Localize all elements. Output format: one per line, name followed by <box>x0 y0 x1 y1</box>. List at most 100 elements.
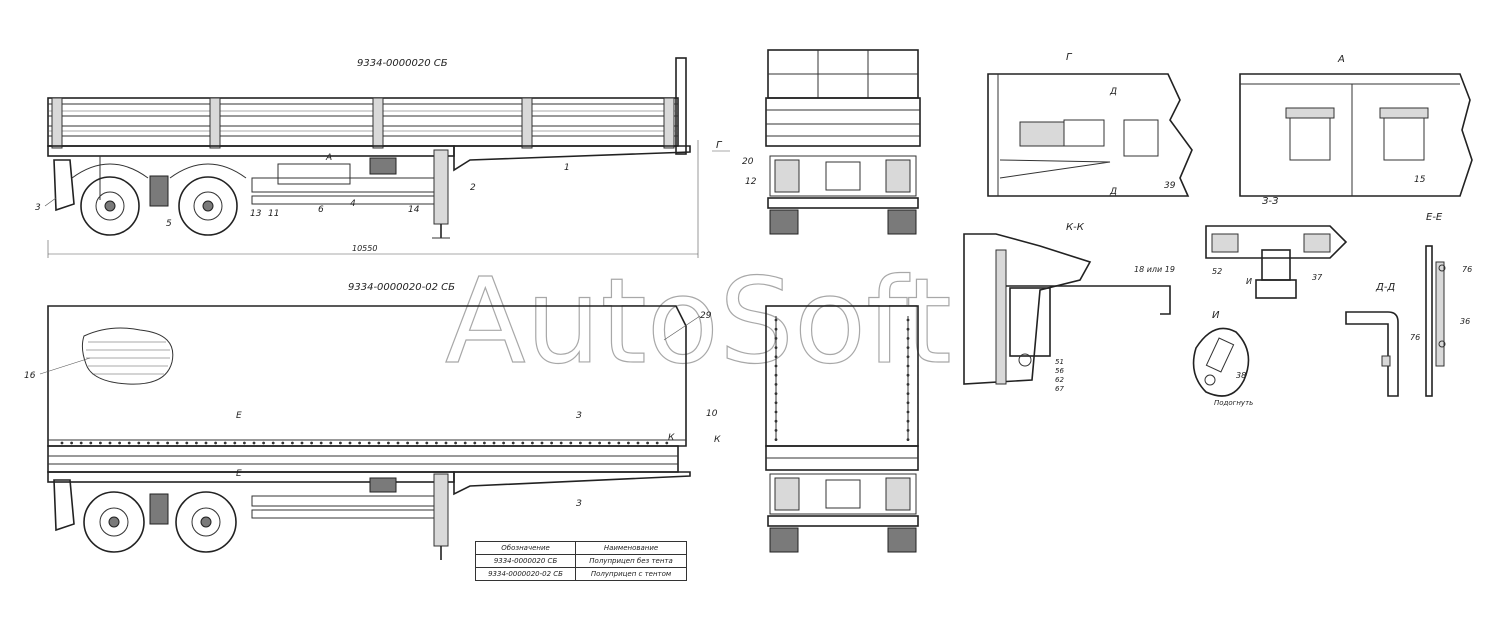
callout-4: 4 <box>350 199 356 209</box>
title-top-view: 9334-0000020 СБ <box>357 58 448 69</box>
tent-rivet <box>319 441 323 445</box>
tent-rivet <box>118 441 121 445</box>
specification-table: Обозначение Наименование 9334-0000020 СБ… <box>474 541 687 581</box>
tent-rivet <box>214 441 218 445</box>
table-cell-name: Полуприцеп с тентом <box>575 567 687 581</box>
tent-rivet <box>89 441 93 445</box>
section-mark-k-left: К <box>668 433 675 443</box>
watermark: AutoSoft <box>445 252 952 390</box>
section-mark-z-bottom: З <box>576 499 582 509</box>
section-mark-e-top: Е <box>236 411 242 421</box>
tent-rivet <box>906 392 910 395</box>
tent-rivet <box>511 441 515 445</box>
rear-view-open-trailer: 20 12 <box>742 49 921 235</box>
tent-rivet <box>492 441 496 445</box>
tent-rivet <box>175 441 179 445</box>
callout-76-ee: 76 <box>1462 265 1472 274</box>
tent-rivet <box>70 441 73 445</box>
table-row: 9334-0000020 СБ Полуприцеп без тента <box>474 554 687 568</box>
title-bottom-view: 9334-0000020-02 СБ <box>348 282 455 293</box>
tent-rivet <box>617 441 621 445</box>
tent-rivet <box>774 373 778 377</box>
table-row: 9334-0000020-02 СБ Полуприцеп с тентом <box>474 567 687 581</box>
tent-rivet <box>774 364 778 368</box>
tent-rivet <box>531 441 534 445</box>
tent-rivet <box>291 441 294 445</box>
tent-rivet <box>358 441 361 445</box>
view-mark-i: И <box>1246 277 1252 286</box>
section-mark-k-right: К <box>714 435 721 445</box>
tent-rivet <box>262 441 265 445</box>
tent-rivet <box>521 441 525 445</box>
tent-rivet <box>774 429 778 432</box>
tent-rivet <box>147 441 150 445</box>
tent-rivet <box>906 429 910 432</box>
tent-rivet <box>406 441 409 445</box>
tent-rivet <box>396 441 400 445</box>
tent-rivet <box>655 441 659 445</box>
callout-29: 29 <box>700 311 712 321</box>
tent-rivet <box>502 441 505 445</box>
tent-rivet <box>483 441 486 445</box>
tent-rivet <box>906 401 910 405</box>
section-zz-label: З-З <box>1262 196 1279 207</box>
section-e-e: Е-Е 76 36 <box>1425 212 1472 397</box>
tent-rivet <box>774 337 778 340</box>
callout-18-19: 18 или 19 <box>1134 265 1175 274</box>
tent-rivet <box>243 441 246 445</box>
tent-rivet <box>569 441 573 445</box>
tent-rivet <box>774 401 778 405</box>
tent-rivet <box>906 373 910 377</box>
tent-rivet <box>774 327 778 331</box>
section-ee-label: Е-Е <box>1426 212 1443 223</box>
tent-rivet <box>774 383 778 386</box>
section-z-z: З-З 52 И 37 <box>1205 196 1348 299</box>
section-dd-label: Д-Д <box>1375 282 1395 293</box>
tent-rivet <box>108 441 112 445</box>
detail-g-label: Г <box>1066 52 1073 63</box>
section-kk-label: К-К <box>1066 222 1085 233</box>
callout-11: 11 <box>268 209 279 219</box>
tent-rivet <box>271 441 275 445</box>
section-mark-e-bottom: Е <box>236 469 242 479</box>
callout-38: 38 <box>1236 371 1246 380</box>
view-i: И 38 Подогнуть <box>1192 310 1253 407</box>
tent-rivet <box>774 318 778 322</box>
callout-62: 62 <box>1055 376 1064 384</box>
tent-rivet <box>906 318 910 322</box>
tent-rivet <box>540 441 544 445</box>
tent-rivet <box>906 337 910 340</box>
tent-rivet <box>195 441 198 445</box>
tent-rivet <box>906 383 910 386</box>
tent-rivet <box>906 327 910 331</box>
tent-rivet <box>906 438 910 441</box>
callout-5: 5 <box>166 219 172 229</box>
tent-rivet <box>588 441 592 445</box>
tent-rivet <box>339 441 342 445</box>
tent-rivet <box>906 346 910 349</box>
tent-rivet <box>906 355 910 359</box>
dimension-length: 10550 <box>352 244 377 253</box>
table-cell-designation: 9334-0000020-02 СБ <box>474 567 577 581</box>
tent-rivet <box>646 441 649 445</box>
tent-rivet <box>185 441 189 445</box>
table-cell-designation: 9334-0000020 СБ <box>474 554 577 568</box>
tent-rivet <box>156 441 160 445</box>
tent-rivet <box>774 346 778 349</box>
tent-rivet <box>665 441 669 445</box>
tent-rivet <box>137 441 141 445</box>
callout-6: 6 <box>318 205 324 215</box>
callout-20: 20 <box>742 157 754 167</box>
detail-g: Г Д Д 39 <box>987 52 1193 197</box>
callout-37: 37 <box>1312 273 1323 282</box>
tent-rivet <box>607 441 611 445</box>
callout-52: 52 <box>1212 267 1222 276</box>
tent-rivet <box>166 441 170 445</box>
detail-a: А 15 <box>1239 54 1473 197</box>
tent-rivet <box>367 441 371 445</box>
table-header-row: Обозначение Наименование <box>474 541 687 555</box>
tent-rivet <box>425 441 429 445</box>
tent-rivet <box>579 441 582 445</box>
rear-view-tented-trailer <box>765 305 919 553</box>
